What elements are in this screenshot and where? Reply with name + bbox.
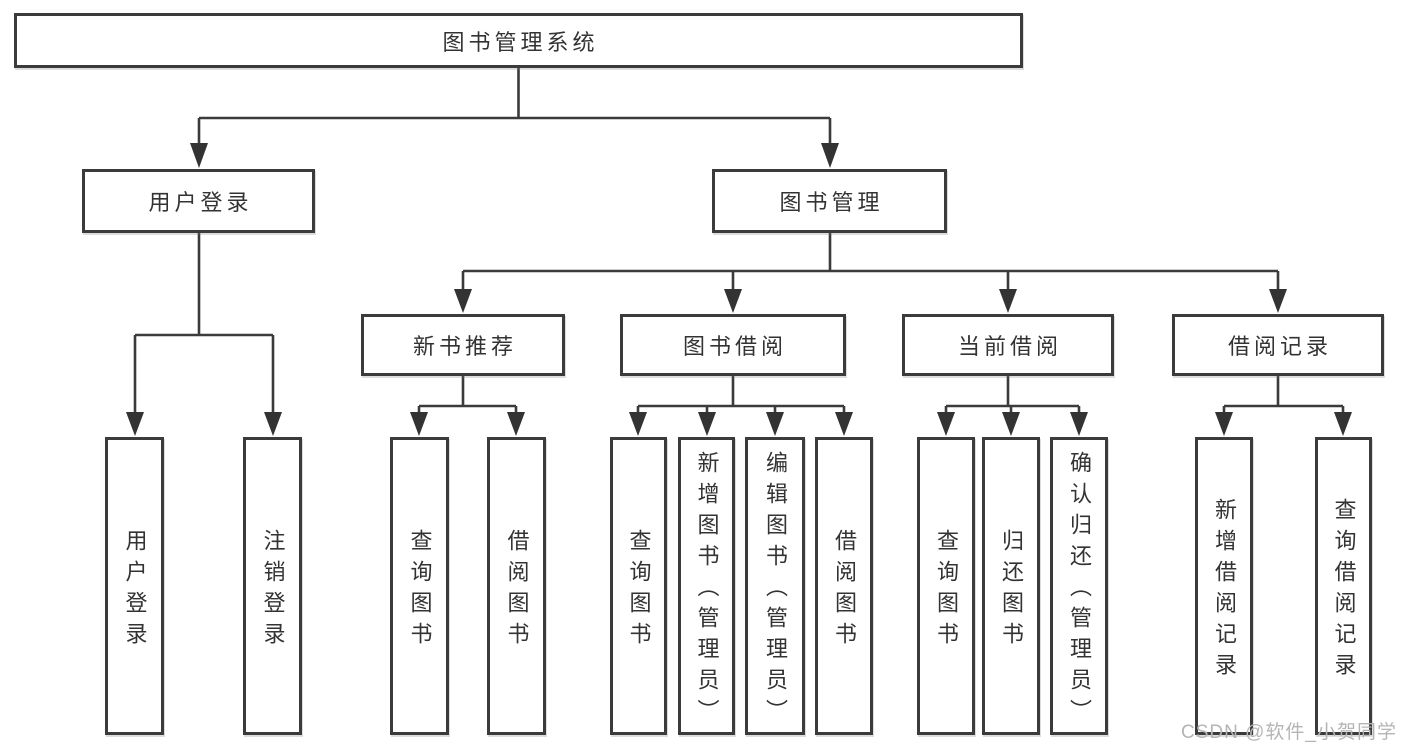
node-label: 新增借阅记录	[1212, 497, 1237, 684]
node-label: 查询图书	[934, 528, 959, 653]
node-label: 归还图书	[999, 528, 1024, 653]
node-new-book-recommendation: 新书推荐	[361, 314, 565, 376]
node-book-borrowing: 图书借阅	[620, 314, 846, 376]
node-label: 查询借阅记录	[1331, 497, 1357, 684]
node-bb-edit-books-admin: 编辑图书（管理员）	[745, 437, 805, 735]
node-label: 新增图书（管理员）	[694, 451, 720, 730]
node-br-add-borrow-record: 新增借阅记录	[1195, 437, 1253, 735]
node-label: 用户登录	[122, 528, 148, 653]
node-label: 确认归还（管理员）	[1067, 451, 1092, 730]
node-user-login: 用户登录	[82, 169, 315, 233]
node-book-management: 图书管理	[712, 169, 947, 233]
watermark-csdn: CSDN @软件_小贺同学	[1181, 722, 1397, 743]
node-label: 编辑图书（管理员）	[763, 451, 788, 730]
node-logout-action: 注销登录	[243, 437, 302, 735]
node-label: 借阅图书	[504, 528, 530, 653]
node-cb-return-books: 归还图书	[982, 437, 1040, 735]
node-label: 查询图书	[407, 528, 433, 653]
node-bb-query-books: 查询图书	[610, 437, 667, 735]
node-br-query-borrow-record: 查询借阅记录	[1315, 437, 1372, 735]
node-label: 查询图书	[626, 528, 652, 653]
node-bb-add-books-admin: 新增图书（管理员）	[678, 437, 735, 735]
node-borrow-records: 借阅记录	[1172, 314, 1384, 376]
node-library-management-system: 图书管理系统	[14, 13, 1023, 68]
node-label: 注销登录	[260, 528, 286, 653]
node-nbr-borrow-books: 借阅图书	[487, 437, 546, 735]
arrowheads	[126, 143, 1352, 436]
node-bb-borrow-books: 借阅图书	[815, 437, 873, 735]
node-label: 借阅图书	[832, 528, 857, 653]
node-cb-query-books: 查询图书	[917, 437, 975, 735]
node-user-login-action: 用户登录	[105, 437, 164, 735]
node-nbr-query-books: 查询图书	[390, 437, 449, 735]
node-current-borrowing: 当前借阅	[902, 314, 1114, 376]
node-cb-confirm-return-admin: 确认归还（管理员）	[1050, 437, 1108, 735]
